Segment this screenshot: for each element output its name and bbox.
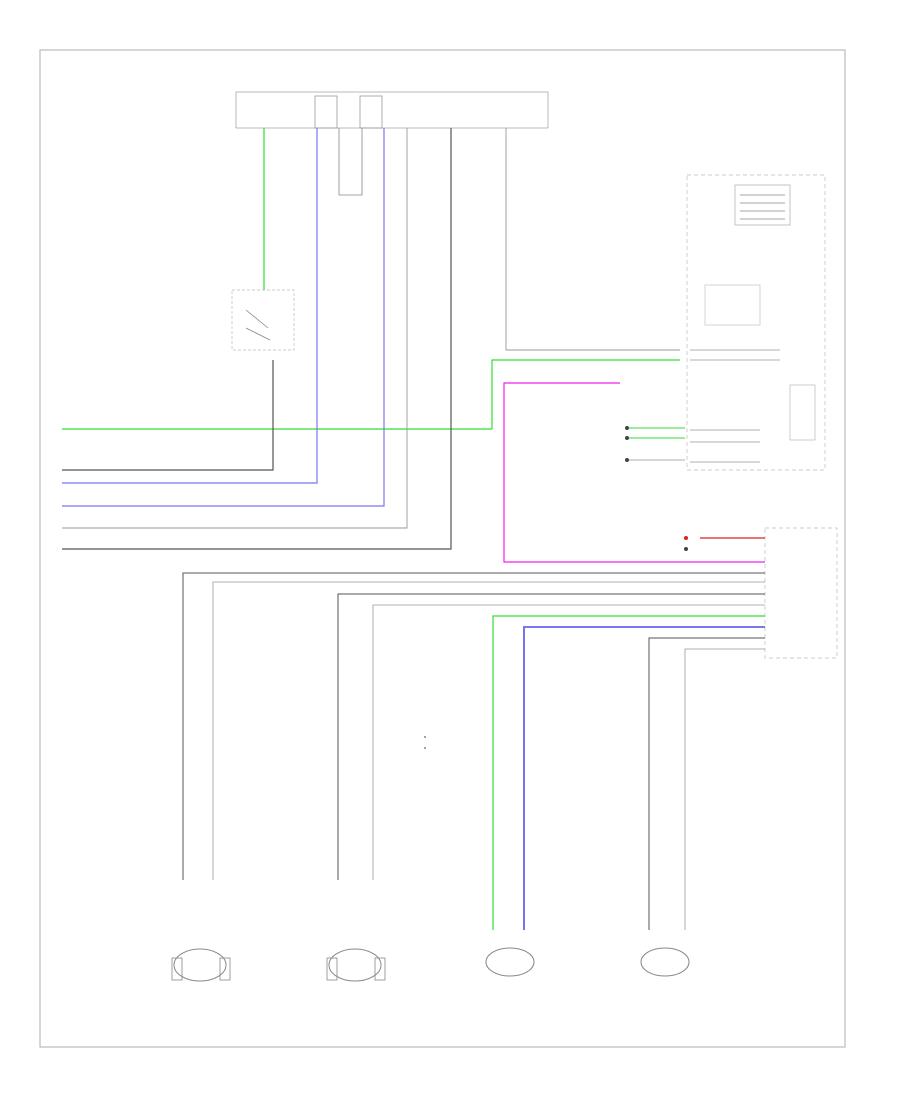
wire-magenta	[503, 382, 765, 563]
wire-dark-1	[62, 360, 274, 471]
meter-connectors	[625, 426, 685, 462]
legend	[424, 736, 426, 749]
wire-green-left	[62, 128, 680, 430]
switch-relay	[231, 289, 295, 351]
speed-sensor-left-front	[485, 947, 535, 977]
speed-sensor-left-rear	[171, 948, 231, 982]
wire-blue-2	[62, 128, 385, 507]
speed-sensor-right-front	[640, 947, 690, 977]
diagram-frame	[39, 49, 846, 1048]
speed-sensor-right-rear	[326, 948, 386, 982]
fuse-block	[235, 91, 549, 196]
wire-dark-2	[62, 128, 452, 550]
wire-blue-1	[62, 128, 318, 484]
combination-meter	[686, 174, 826, 471]
wire-grey-2	[505, 128, 680, 351]
wire-grey-1	[62, 128, 408, 529]
brake-actuator	[684, 527, 838, 659]
actuator-bus	[182, 572, 765, 930]
